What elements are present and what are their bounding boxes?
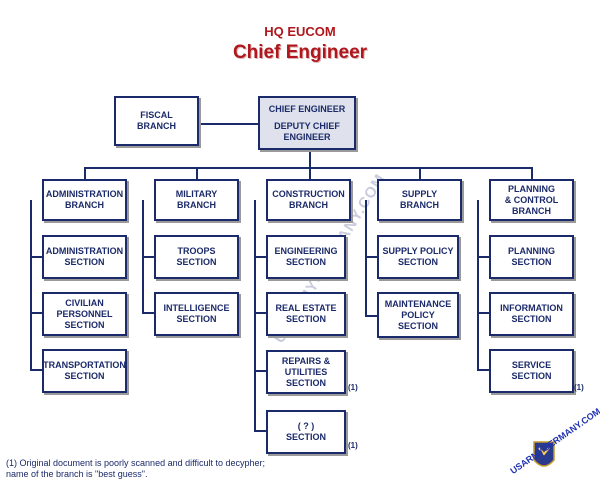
planning-control-branch-box: PLANNING & CONTROL BRANCH [489,179,574,221]
connector-line [196,167,198,179]
connector-line [419,167,421,179]
connector-line [254,312,266,314]
connector-line [254,370,266,372]
construction-branch-box: CONSTRUCTION BRANCH [266,179,351,221]
maintenance-policy-section-box: MAINTENANCE POLICY SECTION [377,292,459,338]
connector-line [309,167,311,179]
planning-section-box: PLANNING SECTION [489,235,574,279]
supply-policy-section-box: SUPPLY POLICY SECTION [377,235,459,279]
chief-engineer-label: CHIEF ENGINEER [268,103,346,114]
footnote-text: (1) Original document is poorly scanned … [6,458,265,479]
section-label: SERVICE SECTION [511,360,552,381]
connector-line [254,430,266,432]
planning-control-branch-label: PLANNING & CONTROL BRANCH [504,183,559,216]
section-label: INFORMATION SECTION [500,303,563,324]
section-label: INTELLIGENCE SECTION [163,303,230,324]
section-label: MAINTENANCE POLICY SECTION [384,298,452,331]
administration-branch-box: ADMINISTRATION BRANCH [42,179,127,221]
footnote-marker: (1) [348,441,358,450]
section-label: REAL ESTATE SECTION [275,303,337,324]
connector-line [175,123,258,125]
construction-branch-label: CONSTRUCTION BRANCH [272,189,345,210]
administration-branch-label: ADMINISTRATION BRANCH [45,189,124,210]
connector-line [30,200,32,370]
unknown-section-box: ( ? ) SECTION [266,410,346,454]
chief-engineer-box: CHIEF ENGINEER DEPUTY CHIEF ENGINEER [258,96,356,150]
military-branch-label: MILITARY BRANCH [175,189,218,210]
connector-line [365,200,367,316]
section-label: ( ? ) SECTION [285,421,326,442]
engineering-section-box: ENGINEERING SECTION [266,235,346,279]
section-label: TRANSPORTATION SECTION [43,360,126,381]
connector-line [477,256,489,258]
deputy-chief-engineer-label: DEPUTY CHIEF ENGINEER [274,120,340,142]
connector-line [254,200,256,432]
connector-line [477,369,489,371]
section-label: REPAIRS & UTILITIES SECTION [281,355,331,388]
section-label: SUPPLY POLICY SECTION [382,246,454,267]
connector-line [309,150,311,168]
connector-line [142,256,154,258]
footnote-marker: (1) [348,383,358,392]
section-label: ENGINEERING SECTION [274,246,338,267]
section-label: ADMINISTRATION SECTION [45,246,124,267]
fiscal-branch-label: FISCAL BRANCH [137,110,176,131]
military-branch-box: MILITARY BRANCH [154,179,239,221]
section-label: PLANNING SECTION [508,246,555,267]
connector-line [254,256,266,258]
site-logo: USARMYGERMANY.COM [504,406,600,480]
organization-title: HQ EUCOM [264,24,336,39]
civilian-personnel-section-box: CIVILIAN PERSONNEL SECTION [42,292,127,336]
shield-logo-icon [533,441,555,467]
supply-branch-box: SUPPLY BRANCH [377,179,462,221]
transportation-section-box: TRANSPORTATION SECTION [42,349,127,393]
fiscal-branch-box: FISCAL BRANCH [114,96,199,146]
repairs-utilities-section-box: REPAIRS & UTILITIES SECTION [266,350,346,394]
section-label: TROOPS SECTION [176,246,217,267]
connector-line [84,167,532,169]
connector-line [477,312,489,314]
administration-section-box: ADMINISTRATION SECTION [42,235,127,279]
intelligence-section-box: INTELLIGENCE SECTION [154,292,239,336]
section-label: CIVILIAN PERSONNEL SECTION [56,297,113,330]
real-estate-section-box: REAL ESTATE SECTION [266,292,346,336]
connector-line [30,256,42,258]
connector-line [30,312,42,314]
information-section-box: INFORMATION SECTION [489,292,574,336]
connector-line [531,167,533,179]
supply-branch-label: SUPPLY BRANCH [400,189,439,210]
service-section-box: SERVICE SECTION [489,349,574,393]
connector-line [84,167,86,179]
connector-line [365,315,377,317]
troops-section-box: TROOPS SECTION [154,235,239,279]
footnote-marker: (1) [574,383,584,392]
connector-line [142,312,154,314]
connector-line [365,256,377,258]
page-title: Chief Engineer [232,42,368,63]
connector-line [477,200,479,370]
connector-line [30,369,42,371]
